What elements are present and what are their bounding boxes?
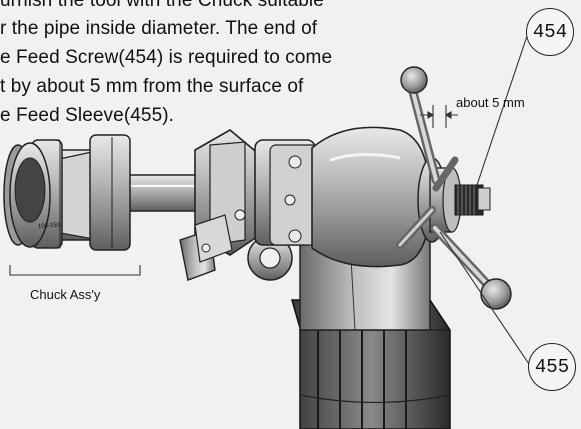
instruction-line-5: e Feed Sleeve(455). [0, 105, 175, 126]
chuck-size-marking: 100-150 [38, 222, 61, 230]
leader-455 [439, 231, 530, 365]
callout-feed-screw: 454 [526, 8, 574, 56]
instruction-line-2: r the pipe inside diameter. The end of [0, 18, 318, 39]
callout-feed-sleeve: 455 [528, 343, 576, 391]
feed-handles [396, 66, 512, 310]
leader-lines [420, 35, 530, 365]
chuck-bracket [9, 265, 141, 276]
chuck-assembly-label: Chuck Ass'y [30, 287, 101, 302]
dimension-label: about 5 mm [456, 95, 525, 110]
feed-screw [454, 184, 491, 216]
instruction-line-1: urnish the tool with the Chuck suitable [0, 0, 324, 11]
instruction-line-4: t by about 5 mm from the surface of [0, 76, 304, 97]
dimension-extension-lines [432, 105, 447, 128]
chuck-assembly: 100-150 [3, 134, 131, 251]
leader-454 [475, 35, 528, 189]
cutter-head [179, 129, 261, 281]
main-body [254, 126, 431, 268]
instruction-line-3: e Feed Screw(454) is required to come [0, 47, 333, 68]
